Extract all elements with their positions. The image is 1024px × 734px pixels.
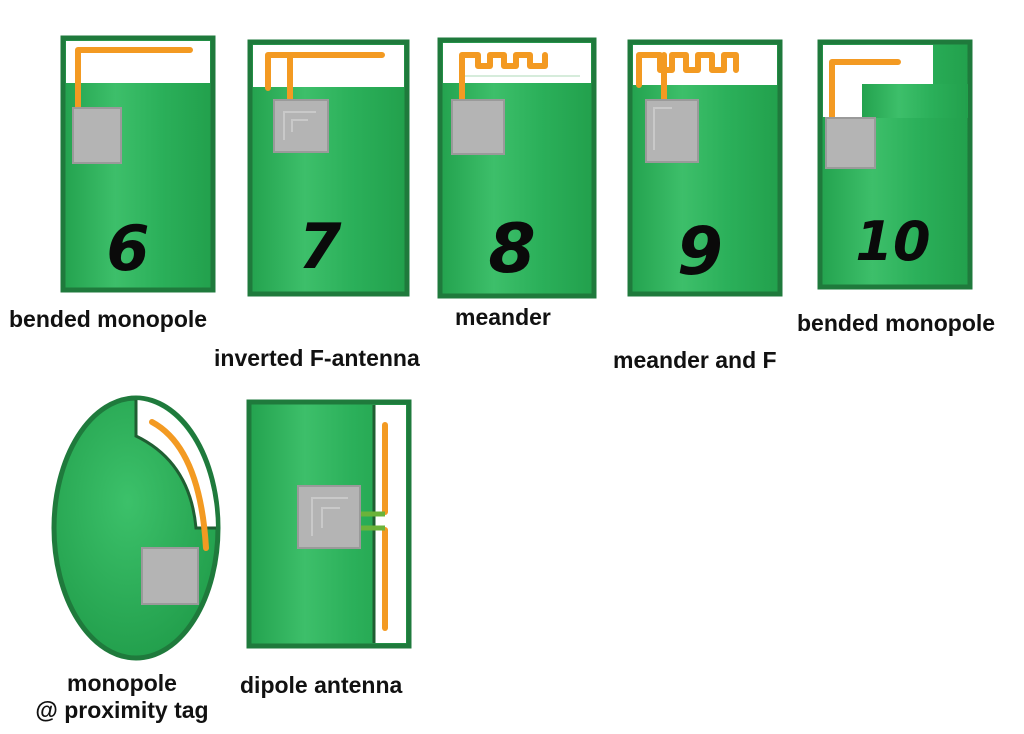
board-8-chip (451, 99, 505, 155)
proximity-tag-ground-edge (134, 400, 216, 530)
board-8-meander-trace (459, 52, 548, 103)
board-9-meander-trace (636, 52, 739, 88)
board-10-label: bended monopole (797, 310, 996, 336)
board-7-antenna-ground-arm (265, 52, 385, 91)
board-9-clearance (633, 45, 777, 85)
board-7-clearance (253, 45, 404, 87)
proximity-tag-chip (141, 547, 199, 605)
board-6-chip (72, 107, 122, 164)
proximity-tag-label-line1: monopole (67, 670, 177, 696)
board-6: 6 (60, 35, 216, 293)
proximity-tag (51, 395, 221, 661)
board-7: 7 (247, 39, 410, 297)
board-7-chip (273, 99, 329, 153)
dipole-board-clearance (374, 405, 406, 643)
board-6-number: 6 (106, 212, 149, 285)
board-8-label: meander (455, 304, 551, 330)
board-9-label: meander and F (613, 347, 777, 373)
board-10: 10 (817, 39, 973, 290)
board-6-label: bended monopole (9, 306, 208, 332)
board-7-chip-marking (283, 111, 316, 140)
board-10-number: 10 (855, 210, 930, 273)
proximity-tag-monopole-trace (149, 419, 209, 551)
board-10-antenna-trace (829, 59, 901, 121)
proximity-tag-label-line2: @ proximity tag (35, 697, 209, 723)
dipole-chip-marking (311, 497, 348, 536)
board-6-antenna-trace (75, 47, 193, 111)
board-8-number: 8 (488, 210, 535, 289)
board-10-ground-notch (862, 84, 968, 118)
dipole-board (246, 399, 412, 649)
board-9-chip-marking (653, 107, 672, 150)
dipole-label: dipole antenna (240, 672, 403, 698)
board-7-label: inverted F-antenna (214, 345, 420, 371)
proximity-tag-label: monopole @ proximity tag (22, 670, 222, 724)
board-8: 8 (437, 37, 597, 299)
board-9: 9 (627, 39, 783, 297)
board-10-chip (825, 117, 876, 169)
board-7-number: 7 (298, 210, 342, 283)
board-9-number: 9 (677, 213, 723, 290)
dipole-board-chip (297, 485, 361, 549)
